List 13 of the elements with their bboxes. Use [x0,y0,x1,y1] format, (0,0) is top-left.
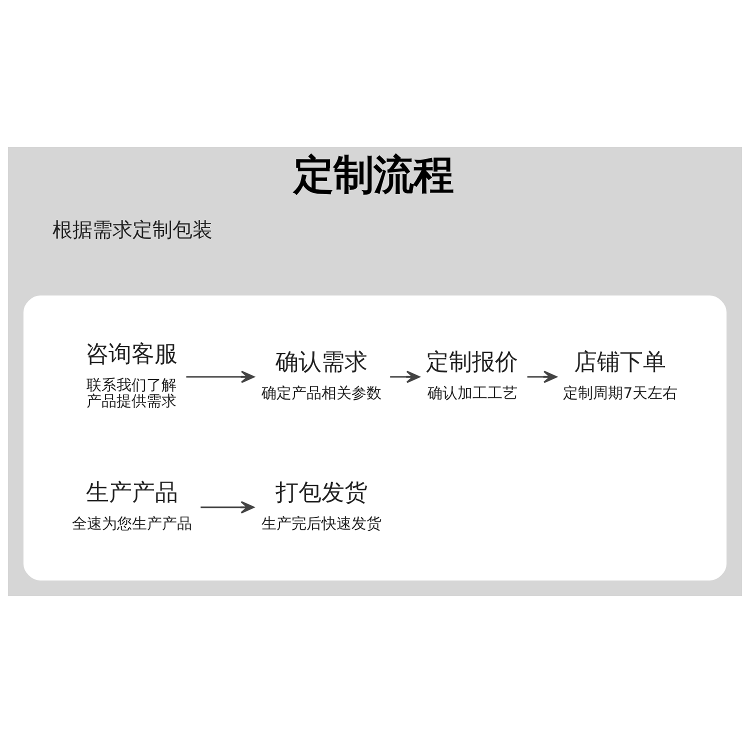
diagram-title: 定制流程 [294,151,454,198]
arrow [390,370,420,383]
label: 根据需求定制包装 [52,216,212,241]
node-text: 打包发货 生产完后快速发货 [261,480,382,532]
arrow [527,370,558,383]
cluster [23,295,727,580]
node-text: 店铺下单 定制周期7天左右 [563,349,678,402]
node-text: 生产产品 全速为您生产产品 [72,480,192,532]
arrow [200,500,254,514]
node-text: 确认需求 确定产品相关参数 [261,349,382,402]
node-text: 定制报价 确认加工工艺 [426,349,518,402]
arrow [186,370,255,383]
node-text: 咨询客服 联系我们了解产品提供需求 [85,341,178,410]
